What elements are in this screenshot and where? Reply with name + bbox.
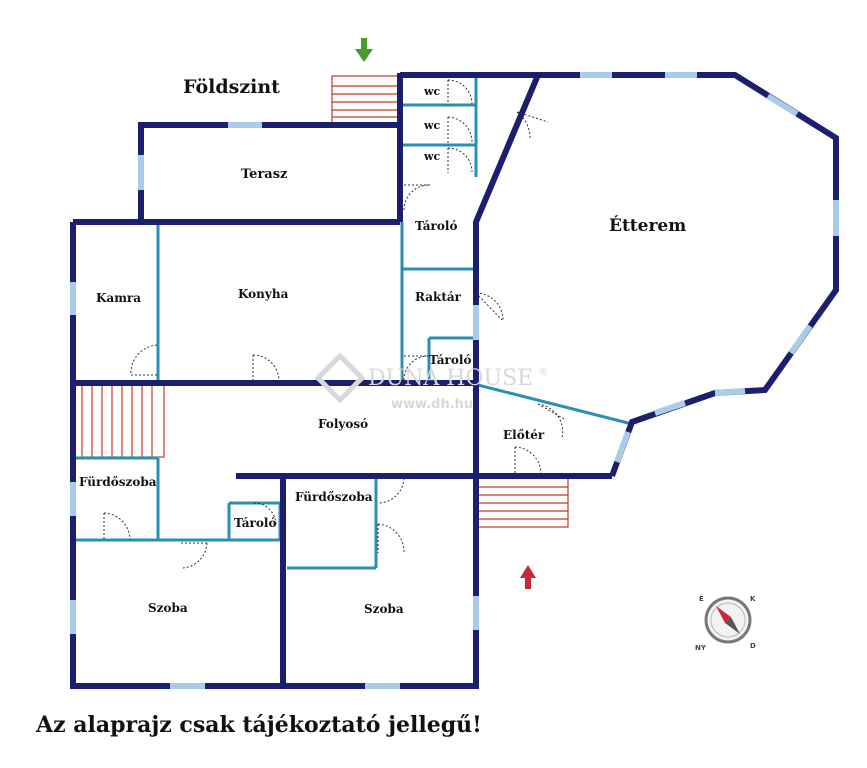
room-label-furdoszoba-mid: Fürdőszoba [295,490,373,504]
room-label-eloter: Előtér [503,428,545,442]
room-label-wc-2: wc [423,119,440,132]
watermark-registered: ® [538,367,548,378]
room-label-taroló-top: Tároló [415,219,457,233]
room-label-terasz: Terasz [241,167,287,182]
stairs-top [331,75,399,124]
compass-label-west: NY [695,644,707,652]
room-label-kamra: Kamra [96,291,141,305]
inner-walls [73,76,633,570]
doors [103,79,567,569]
floor-title: Földszint [183,76,280,98]
compass-label-north: É [699,594,704,603]
disclaimer: Az alaprajz csak tájékoztató jellegű! [36,712,482,738]
stairs-left [81,384,165,458]
entrance-arrow-icon [520,565,536,589]
room-label-konyha: Konyha [238,287,289,301]
room-label-wc-1: wc [423,85,440,98]
compass-label-south: D [750,642,756,650]
watermark-url: www.dh.hu [391,397,473,412]
room-label-taroló-small: Tároló [234,516,276,530]
room-labels: wc wc wc Terasz Tároló Étterem Kamra Kon… [79,85,686,616]
room-label-etterem: Étterem [609,215,686,236]
watermark-logo-icon [314,352,366,404]
room-label-szoba-left: Szoba [148,601,188,615]
compass-icon: É K D NY [695,594,756,652]
windows [70,72,839,689]
room-label-raktar: Raktár [415,290,462,304]
outer-walls [70,72,839,689]
watermark-brand: DUNA HOUSE [368,366,533,391]
stairs-entrance [477,477,569,528]
compass-label-east: K [750,595,756,603]
room-label-furdoszoba-left: Fürdőszoba [79,475,157,489]
room-label-taroló-mid: Tároló [429,353,471,367]
upper-floor-arrow-icon [355,38,373,62]
room-label-folyoso: Folyosó [318,417,368,431]
room-label-szoba-mid: Szoba [364,602,404,616]
watermark: DUNA HOUSE ® www.dh.hu [314,352,548,412]
room-label-wc-3: wc [423,150,440,163]
